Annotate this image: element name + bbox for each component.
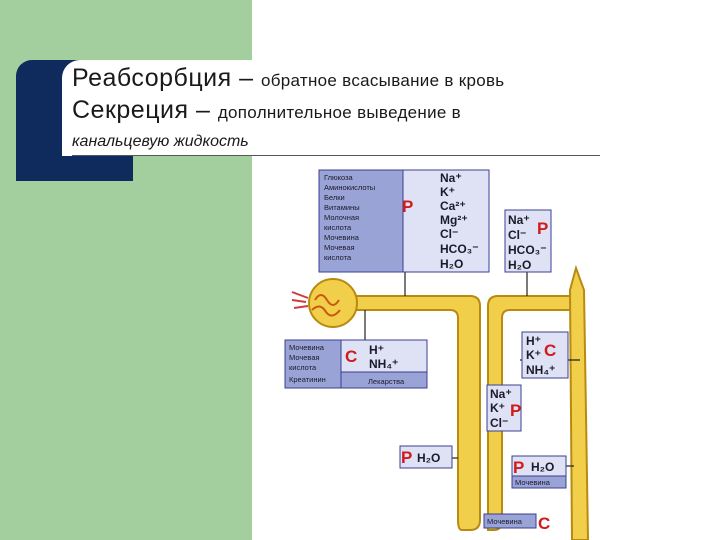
ion-label: Cl⁻ (490, 416, 508, 430)
ion-label: Mg²⁺ (440, 213, 468, 227)
box-distal-secretion: H⁺ K⁺ NH₄⁺ C (522, 332, 568, 378)
substance-label: кислота (324, 223, 352, 232)
ion-label: Cl⁻ (508, 228, 526, 242)
substance-label: Аминокислоты (324, 183, 375, 192)
box-loop-reabsorption: Na⁺ K⁺ Cl⁻ P (487, 385, 521, 431)
ion-label: H₂O (440, 257, 463, 271)
reabsorption-marker: P (401, 448, 412, 467)
reabsorption-marker: P (510, 401, 521, 420)
substance-label: Мочевина (515, 478, 551, 487)
substance-label: Мочевина (324, 233, 360, 242)
substance-label: Мочевая (289, 353, 320, 362)
substance-label: Мочевина (487, 517, 523, 526)
reabsorption-marker: P (513, 458, 524, 477)
ion-label: H⁺ (526, 334, 541, 348)
substance-label: Мочевина (289, 343, 325, 352)
ion-label: NH₄⁺ (369, 357, 398, 371)
box-water-reabsorption-right: P H₂O Мочевина (512, 456, 566, 488)
ion-label: Cl⁻ (440, 227, 458, 241)
ion-label: Na⁺ (440, 171, 462, 185)
water-label: H₂O (417, 451, 440, 465)
ion-label: Na⁺ (490, 387, 512, 401)
ion-label: H₂O (508, 258, 531, 272)
ion-label: Ca²⁺ (440, 199, 466, 213)
drug-label: Лекарства (368, 377, 405, 386)
ion-label: H⁺ (369, 343, 384, 357)
ion-label: K⁺ (490, 401, 505, 415)
box-proximal-secretion: Мочевина Мочевая кислота Креатинин C H⁺ … (285, 340, 427, 388)
glomerulus (292, 279, 357, 327)
substance-label: Витамины (324, 203, 360, 212)
box-proximal-reabsorption: Глюкоза Аминокислоты Белки Витамины Моло… (319, 170, 489, 272)
box-loop-top-reabsorption: Na⁺ Cl⁻ HCO₃⁻ H₂O P (505, 210, 551, 272)
substance-label: кислота (289, 363, 317, 372)
substance-label: Мочевая (324, 243, 355, 252)
secretion-marker: C (544, 341, 556, 360)
ion-label: HCO₃⁻ (440, 242, 479, 256)
substance-label: кислота (324, 253, 352, 262)
reabsorption-marker: P (402, 197, 413, 216)
ion-label: K⁺ (440, 185, 455, 199)
substance-label: Белки (324, 193, 345, 202)
nephron-tubule (352, 268, 588, 540)
secretion-marker: C (538, 514, 550, 533)
substance-label: Креатинин (289, 375, 326, 384)
substance-label: Молочная (324, 213, 359, 222)
ion-label: NH₄⁺ (526, 363, 555, 377)
ion-label: Na⁺ (508, 213, 530, 227)
substance-label: Глюкоза (324, 173, 354, 182)
secretion-marker: C (345, 347, 357, 366)
reabsorption-marker: P (537, 219, 548, 238)
ion-label: K⁺ (526, 348, 541, 362)
water-label: H₂O (531, 460, 554, 474)
box-water-reabsorption-left: P H₂O (400, 446, 452, 468)
ion-label: HCO₃⁻ (508, 243, 547, 257)
